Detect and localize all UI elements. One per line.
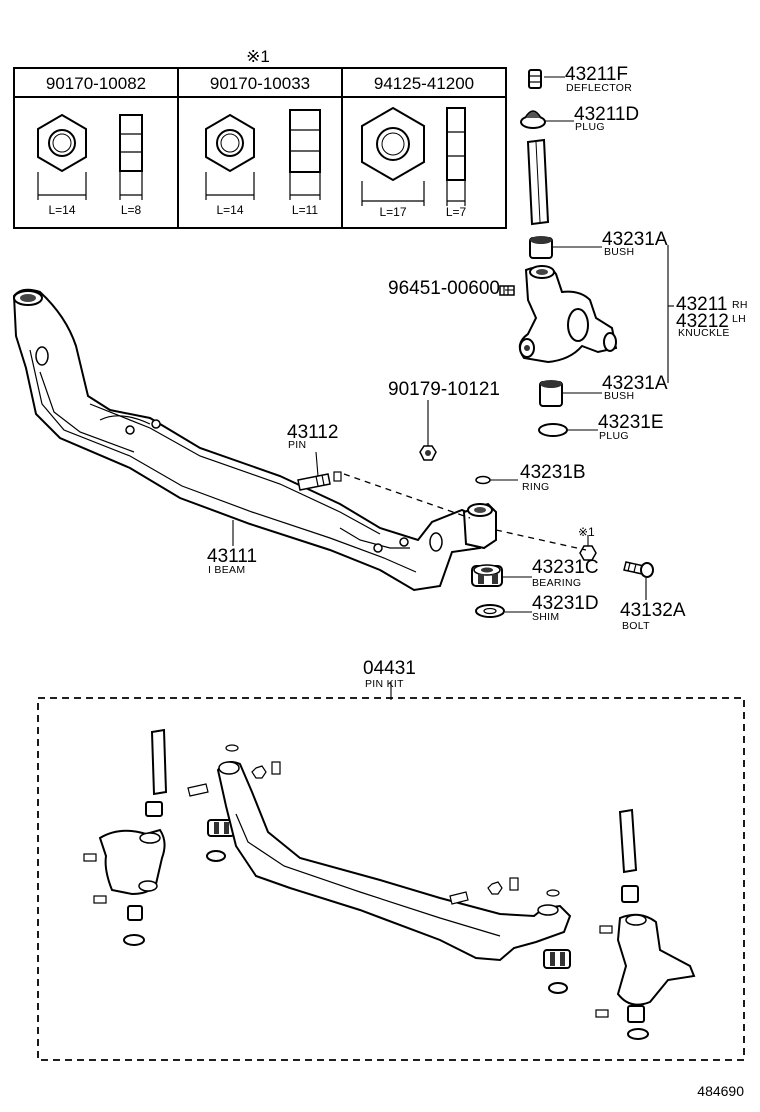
label-note-mark: ※1 xyxy=(578,525,595,539)
label-bush-lower-name: BUSH xyxy=(604,390,634,402)
assembly-dashes xyxy=(343,473,587,551)
labels: 43211F DEFLECTOR 43211D PLUG 43231A BUSH… xyxy=(207,64,748,690)
label-plug-lower-name: PLUG xyxy=(599,430,629,442)
label-nut-no: 90179-10121 xyxy=(388,379,500,400)
label-knuckle-lh-no: 43212 xyxy=(676,311,729,332)
label-plug-top-name: PLUG xyxy=(575,121,605,133)
plug-top-icon xyxy=(520,110,546,129)
label-plug-top-no: 43211D xyxy=(574,104,639,125)
plug-lower-icon xyxy=(538,423,568,437)
label-pin-kit-name: PIN KIT xyxy=(365,678,404,690)
table-thickness-label-1: L=8 xyxy=(121,203,142,217)
label-shim-name: SHIM xyxy=(532,611,559,623)
pin-kit-box xyxy=(37,697,745,1061)
label-deflector-no: 43211F xyxy=(565,64,628,85)
pin-kit-contents xyxy=(83,728,696,1040)
king-pin-icon xyxy=(526,138,550,226)
label-screw-no: 96451-00600 xyxy=(388,278,500,299)
bush-upper-icon xyxy=(529,236,553,259)
nut-side-1-icon xyxy=(119,114,143,200)
hex-nut-1-icon xyxy=(37,113,87,200)
nut-side-2-icon xyxy=(289,109,321,200)
ring-icon xyxy=(475,475,491,485)
table-width-label-2: L=14 xyxy=(216,203,243,217)
fastener-table: ※1 90170-10082 90170-10033 94125-41200 L… xyxy=(13,47,507,229)
table-part-no-3: 94125-41200 xyxy=(374,74,474,93)
bolt-icon xyxy=(623,561,654,578)
hex-nut-3-icon xyxy=(361,106,425,206)
hex-nut-2-icon xyxy=(205,113,255,200)
label-pin-no: 43112 xyxy=(287,422,338,443)
label-bush-upper-no: 43231A xyxy=(602,229,668,250)
table-note-mark: ※1 xyxy=(246,47,270,66)
label-bush-upper-name: BUSH xyxy=(604,246,634,258)
pin-icon xyxy=(297,471,342,491)
nut-side-3-icon xyxy=(446,107,466,206)
label-pin-kit-no: 04431 xyxy=(363,658,416,679)
label-bearing-name: BEARING xyxy=(532,577,581,589)
shim-icon xyxy=(475,604,505,618)
label-ring-no: 43231B xyxy=(520,462,586,483)
diagram-id: 484690 xyxy=(697,1083,744,1099)
knuckle-icon xyxy=(518,265,618,364)
label-ring-name: RING xyxy=(522,481,549,493)
label-bush-lower-no: 43231A xyxy=(602,373,668,394)
label-knuckle-lh: LH xyxy=(732,313,746,325)
label-shim-no: 43231D xyxy=(532,593,599,614)
label-knuckle-rh-no: 43211 xyxy=(676,294,727,315)
table-thickness-label-3: L=7 xyxy=(446,205,467,219)
i-beam-icon xyxy=(12,288,497,592)
label-pin-name: PIN xyxy=(288,439,306,451)
table-width-label-1: L=14 xyxy=(48,203,75,217)
label-plug-lower-no: 43231E xyxy=(598,412,664,433)
bush-lower-icon xyxy=(539,380,563,407)
leader-lines xyxy=(232,76,674,700)
table-part-no-1: 90170-10082 xyxy=(46,74,146,93)
table-width-label-3: L=17 xyxy=(379,205,406,219)
label-bearing-no: 43231C xyxy=(532,557,599,578)
bearing-icon xyxy=(471,564,503,587)
label-knuckle-rh: RH xyxy=(732,299,748,311)
label-beam-no: 43111 xyxy=(207,546,257,567)
table-part-no-2: 90170-10033 xyxy=(210,74,310,93)
label-beam-name: I BEAM xyxy=(208,564,245,576)
label-bolt-no: 43132A xyxy=(620,600,686,621)
table-thickness-label-2: L=11 xyxy=(292,203,318,217)
nut-icon xyxy=(419,445,437,461)
label-deflector-name: DEFLECTOR xyxy=(566,82,632,94)
label-knuckle-name: KNUCKLE xyxy=(678,327,730,339)
deflector-icon xyxy=(528,69,542,89)
label-bolt-name: BOLT xyxy=(622,620,650,632)
